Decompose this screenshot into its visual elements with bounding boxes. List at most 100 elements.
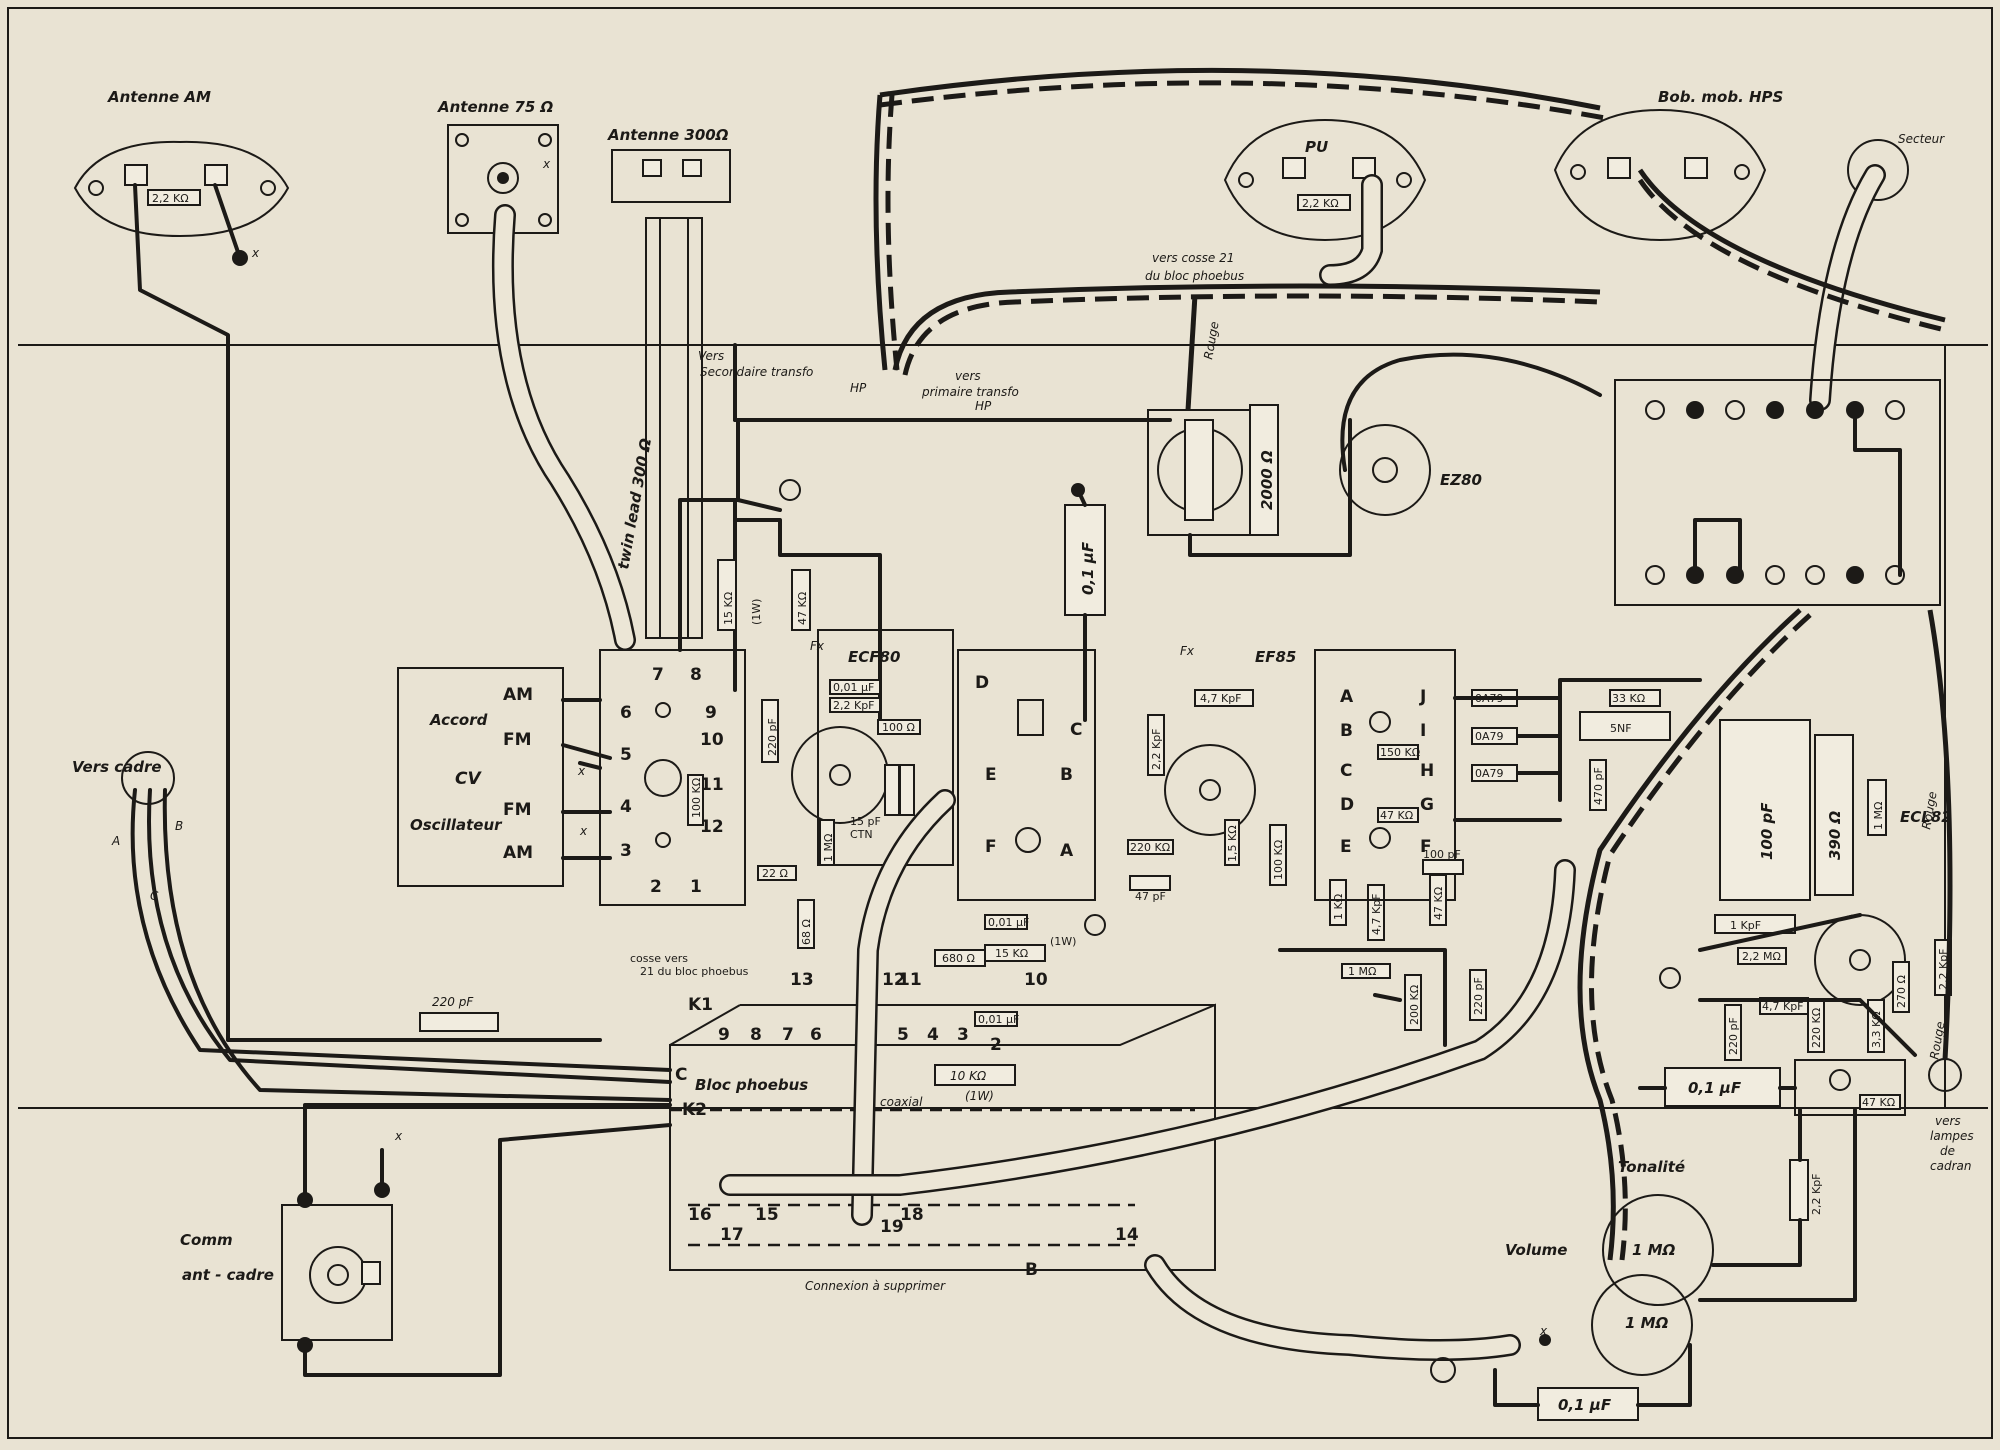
svg-text:x: x <box>542 157 551 171</box>
twisted-heater-a <box>1577 608 1802 1261</box>
c-0-1-bot-label: 0,1 µF <box>1558 1396 1612 1414</box>
c-470pf <box>1589 759 1607 811</box>
r-2-2k-pu: 2,2 KΩ <box>1302 197 1339 210</box>
hp-label-a: HP <box>850 381 867 395</box>
bloc-phoebus-label: Bloc phoebus <box>695 1076 808 1094</box>
accord-am: AM <box>503 685 533 705</box>
c-470pf-label: 470 pF <box>1592 767 1605 805</box>
r-15k-1w <box>717 559 737 631</box>
if2-h: H <box>1420 761 1434 781</box>
osc-am: AM <box>503 843 533 863</box>
pb-11: 11 <box>898 970 922 990</box>
c-1kpf <box>1714 914 1796 934</box>
c-220pf-label: 220 pF <box>432 995 474 1009</box>
vers-lampes-2: lampes <box>1930 1129 1974 1143</box>
c-0-01-b <box>984 914 1028 930</box>
c-220pf-c-label: 220 pF <box>1727 1017 1740 1055</box>
pb-6: 6 <box>810 1025 822 1045</box>
r-1m <box>1341 963 1391 979</box>
r-15k-1w-label: 15 KΩ <box>722 592 735 625</box>
choke-bracket: 2000 Ω <box>1147 404 1279 536</box>
pb-b: B <box>1025 1260 1038 1280</box>
d-0a79-2-label: 0A79 <box>1475 730 1504 743</box>
pb-9: 9 <box>718 1025 730 1045</box>
secteur-label: Secteur <box>1898 132 1945 146</box>
osc-fm: FM <box>503 800 532 820</box>
twisted-heater-b <box>1589 613 1812 1261</box>
ecf80-label: ECF80 <box>848 648 900 666</box>
x-cv: x <box>577 764 586 778</box>
c-220pf-c <box>1724 1004 1742 1061</box>
pot-tone-label: 1 MΩ <box>1632 1241 1676 1259</box>
ecf80-socket: ECF80 0,01 µF 2,2 KpF 100 Ω 1 MΩ 15 pF C… <box>791 629 954 866</box>
pin-12: 12 <box>700 817 724 837</box>
r-2-2m-label: 2,2 MΩ <box>1742 950 1781 963</box>
coax-pb-volume-inner <box>1146 1256 1519 1359</box>
pb-7: 7 <box>782 1025 794 1045</box>
cv-panel: Accord AM FM CV Oscillateur FM AM <box>397 667 564 887</box>
rouge-ecl-b: Rouge <box>1927 1020 1947 1060</box>
r-680 <box>934 949 986 967</box>
c-0-1-top-label: 0,1 µF <box>1079 541 1097 595</box>
r-100k-ef-label: 100 KΩ <box>1272 840 1285 880</box>
r-200k <box>1404 974 1422 1031</box>
pin-6: 6 <box>620 703 632 723</box>
twisted-top-b <box>879 80 1606 121</box>
if-transformer-1: D E F C B A <box>957 649 1096 901</box>
r-2000: 2000 Ω <box>1258 450 1276 510</box>
r-10k <box>934 1064 1016 1086</box>
oscillateur-label: Oscillateur <box>410 816 503 834</box>
if1-f: F <box>985 837 997 857</box>
twisted-right-b <box>1637 178 1946 333</box>
secteur-plug: Secteur <box>1847 132 1945 201</box>
pu-label: PU <box>1305 138 1328 156</box>
r-390-label: 390 Ω <box>1826 810 1844 860</box>
pin-5: 5 <box>620 745 632 765</box>
pb-13: 13 <box>790 970 814 990</box>
coax-75-inner <box>494 206 634 649</box>
c-2-2kpf-d <box>1789 1159 1809 1221</box>
r-1m-ecf: 1 MΩ <box>822 834 835 862</box>
c-100pf: 100 pF <box>1423 848 1461 861</box>
vers-cosse-21-label: vers cosse 21 <box>1152 251 1234 265</box>
c-2-2kpf-ef: 2,2 KpF <box>1150 728 1163 770</box>
c-220pf-coil-label: 220 pF <box>766 718 779 756</box>
if-transformer-2: A B C D E J I H G F 150 KΩ 47 KΩ 100 pF <box>1314 649 1464 901</box>
r-1m-label: 1 MΩ <box>1348 965 1376 978</box>
bloc-c: C <box>675 1065 687 1085</box>
wire-cadre-c <box>147 788 672 1084</box>
pin-10: 10 <box>700 730 724 750</box>
ant-cadre-label: ant - cadre <box>182 1266 274 1284</box>
twisted-lamp-a <box>1927 609 1953 1061</box>
r-47k-c <box>1429 874 1447 926</box>
pb-5: 5 <box>897 1025 909 1045</box>
c-220pf-coil <box>761 699 779 763</box>
r-68 <box>797 899 815 949</box>
pin-2: 2 <box>650 877 662 897</box>
tone-bracket-lug <box>1829 1069 1851 1091</box>
r-200k-label: 200 KΩ <box>1408 985 1421 1025</box>
x-volume: x <box>1539 1324 1548 1338</box>
ecl82-label: ECL82 <box>1900 808 1952 826</box>
r-1-5k: 1,5 KΩ <box>1226 825 1239 862</box>
if1-c: C <box>1070 720 1082 740</box>
r-270 <box>1892 961 1910 1013</box>
r-15k-1w-w: (1W) <box>750 599 763 625</box>
c-15pf: 15 pF <box>850 815 881 828</box>
volume-label: Volume <box>1505 1241 1567 1259</box>
pin-9: 9 <box>705 703 717 723</box>
r-680-label: 680 Ω <box>942 952 975 965</box>
twisted-top-a <box>879 67 1601 111</box>
x-comm: x <box>394 1129 403 1143</box>
d-0a79-3-label: 0A79 <box>1475 767 1504 780</box>
pin-1: 1 <box>690 877 702 897</box>
pin-4: 4 <box>620 797 632 817</box>
vers-lampes-3: de <box>1940 1144 1955 1158</box>
bloc-k1: K1 <box>688 995 713 1015</box>
c-0-01-b-label: 0,01 µF <box>988 916 1029 929</box>
vers-lampes-1: vers <box>1935 1114 1961 1128</box>
vers-cadre-label: Vers cadre <box>72 758 162 776</box>
r-10k-w: (1W) <box>965 1089 994 1103</box>
pin-8: 8 <box>690 665 702 685</box>
